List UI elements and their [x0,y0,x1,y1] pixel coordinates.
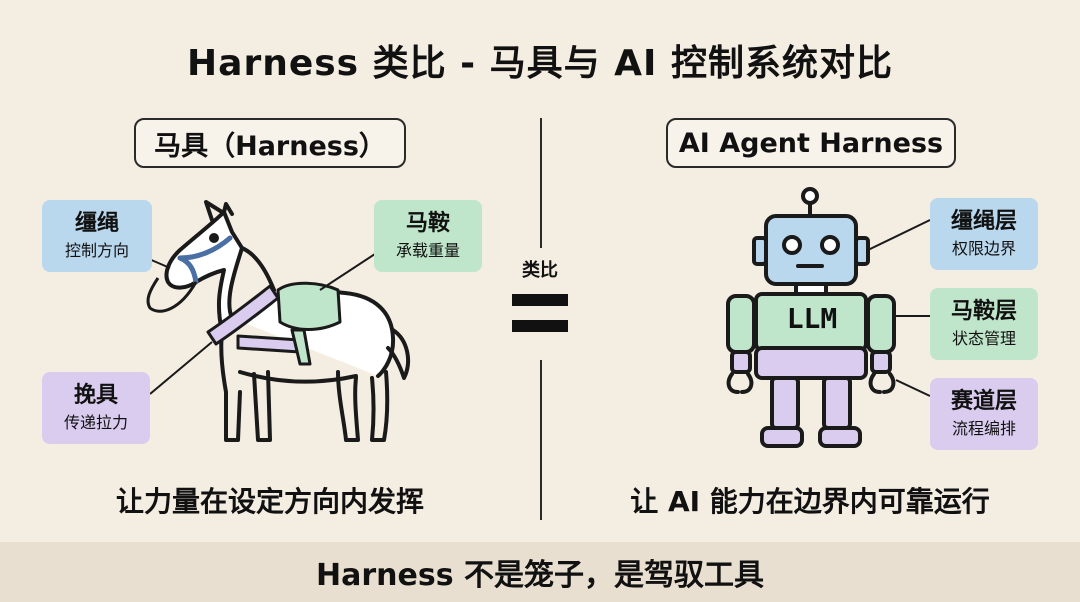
tag-saddle-desc: 承载重量 [395,241,460,261]
tag-reins-desc: 控制方向 [64,241,129,261]
right-caption: 让 AI 能力在边界内可靠运行 [630,485,990,518]
tag-saddle-layer: 马鞍层 状态管理 [930,288,1038,360]
tag-rein-layer-title: 缰绳层 [950,208,1017,234]
equals-bar-top [512,294,568,306]
tag-saddle-layer-title: 马鞍层 [950,298,1017,324]
tag-rein-layer: 缰绳层 权限边界 [930,198,1038,270]
equals-bar-bottom [512,320,568,332]
left-caption: 让力量在设定方向内发挥 [115,485,424,518]
tag-reins: 缰绳 控制方向 [42,200,152,272]
robot-llm-label: LLM [786,302,838,335]
tag-traces: 挽具 传递拉力 [42,372,150,444]
tag-rein-layer-desc: 权限边界 [951,239,1016,259]
tag-saddle: 马鞍 承载重量 [374,200,482,272]
tag-saddle-layer-desc: 状态管理 [951,329,1016,349]
tag-track-layer-desc: 流程编排 [951,419,1016,439]
tag-track-layer: 赛道层 流程编排 [930,378,1038,450]
horse-harness-header: 马具（Harness） [134,118,406,168]
saddle-icon [276,281,342,366]
horse-icon [164,200,410,442]
tag-saddle-title: 马鞍 [405,210,450,236]
ai-harness-header: AI Agent Harness [666,118,956,168]
tag-track-layer-title: 赛道层 [950,388,1017,414]
divider-bottom [540,360,542,520]
tag-traces-title: 挽具 [73,382,118,408]
robot-icon [726,187,896,448]
harness-strap-icon [206,284,302,354]
analogy-label: 类比 [510,256,570,282]
divider-top [540,118,542,248]
footer-banner: Harness 不是笼子，是驾驭工具 [0,542,1080,602]
rein-line [146,277,198,313]
tag-reins-title: 缰绳 [74,210,119,236]
page-title: Harness 类比 - 马具与 AI 控制系统对比 [187,43,893,84]
bridle-icon [177,235,233,285]
tag-traces-desc: 传递拉力 [63,413,128,433]
